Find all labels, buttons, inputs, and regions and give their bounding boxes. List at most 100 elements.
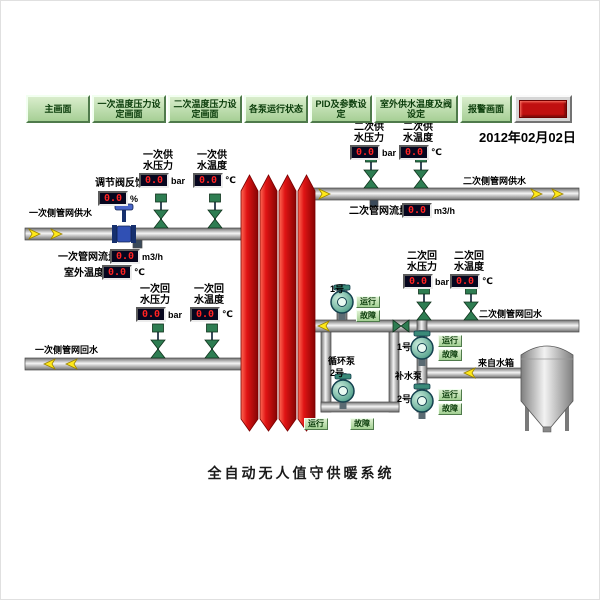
status-makeup-pump-1-fault: 故障 bbox=[438, 349, 462, 361]
sensor-valve-secondary-return-temp bbox=[463, 285, 479, 321]
label-primary-supply-pressure: 一次供水压力 bbox=[143, 150, 173, 173]
unit-primary-supply-pressure: bar bbox=[171, 175, 186, 186]
label-primary-return-pressure: 一次回水压力 bbox=[140, 284, 170, 307]
status-makeup-pump-2-run: 运行 bbox=[438, 389, 462, 401]
unit-secondary-supply-pressure: bar bbox=[382, 147, 397, 158]
lcd-secondary-return-temp: 0.0 bbox=[450, 274, 480, 289]
pipe-primary-return bbox=[24, 357, 244, 371]
label-pipe-secondary-supply: 二次侧管网供水 bbox=[463, 176, 527, 186]
sensor-valve-secondary-return-pressure bbox=[416, 285, 432, 321]
unit-primary-return-pressure: bar bbox=[168, 309, 183, 320]
label-primary-flow: 一次管网流量 bbox=[58, 252, 118, 263]
label-pipe-primary-return: 一次侧管网回水 bbox=[35, 345, 99, 355]
unit-secondary-supply-temp: ℃ bbox=[431, 147, 442, 157]
status-makeup-pump-2-fault: 故障 bbox=[438, 403, 462, 415]
display-secondary-supply-temp: 0.0 ℃ bbox=[399, 145, 442, 160]
unit-primary-flow: m3/h bbox=[142, 251, 164, 262]
display-outdoor-temp: 0.0 ℃ bbox=[102, 265, 145, 280]
makeup-pump-2-icon bbox=[410, 382, 434, 420]
label-pipe-primary-supply: 一次侧管网供水 bbox=[29, 208, 93, 218]
lcd-secondary-supply-pressure: 0.0 bbox=[350, 145, 380, 160]
unit-secondary-return-temp: ℃ bbox=[482, 276, 493, 286]
lcd-primary-return-temp: 0.0 bbox=[190, 307, 220, 322]
label-secondary-return-pressure: 二次回水压力 bbox=[407, 251, 437, 274]
label-makeup-pump-group: 补水泵 bbox=[395, 371, 423, 381]
exchanger-plate bbox=[297, 174, 316, 432]
display-secondary-return-temp: 0.0 ℃ bbox=[450, 274, 493, 289]
status-makeup-pump-1-run: 运行 bbox=[438, 335, 462, 347]
unit-secondary-return-pressure: bar bbox=[435, 276, 450, 287]
lcd-secondary-flow: 0.0 bbox=[402, 203, 432, 218]
pipe-circ-loop-bottom bbox=[320, 401, 400, 413]
label-circulation-pump-group: 循环泵 bbox=[328, 356, 356, 366]
label-circulation-pump-2: 2号 bbox=[330, 368, 345, 378]
label-secondary-flow: 二次管网流量 bbox=[349, 206, 409, 217]
display-secondary-return-pressure: 0.0 bar bbox=[403, 274, 449, 289]
alarm-indicator-light bbox=[519, 100, 567, 118]
system-title: 全自动无人值守供暖系统 bbox=[207, 465, 395, 481]
lcd-primary-supply-pressure: 0.0 bbox=[139, 173, 169, 188]
nav-main-screen[interactable]: 主画面 bbox=[26, 95, 90, 123]
label-from-tank: 来自水箱 bbox=[478, 358, 515, 368]
label-secondary-supply-pressure: 二次供水压力 bbox=[354, 122, 384, 145]
status-circulation-pump-1-fault: 故障 bbox=[356, 310, 380, 322]
nav-pump-status[interactable]: 各泵运行状态 bbox=[244, 95, 308, 123]
lcd-valve-feedback: 0.0 bbox=[98, 191, 128, 206]
water-tank bbox=[520, 345, 574, 433]
lcd-primary-return-pressure: 0.0 bbox=[136, 307, 166, 322]
display-primary-return-temp: 0.0 ℃ bbox=[190, 307, 233, 322]
label-primary-supply-temp: 一次供水温度 bbox=[197, 150, 227, 173]
label-secondary-supply-temp: 二次供水温度 bbox=[403, 122, 433, 145]
status-circulation-pump-2-fault: 故障 bbox=[350, 418, 374, 430]
lcd-secondary-supply-temp: 0.0 bbox=[399, 145, 429, 160]
display-secondary-supply-pressure: 0.0 bar bbox=[350, 145, 396, 160]
sensor-valve-primary-return-pressure bbox=[150, 323, 166, 359]
unit-primary-supply-temp: ℃ bbox=[225, 175, 236, 185]
display-primary-flow: 0.0 m3/h bbox=[110, 249, 163, 264]
check-valve-secondary-return bbox=[392, 319, 410, 333]
exchanger-plate bbox=[278, 174, 297, 432]
nav-bar: 主画面 一次温度压力设定画面 二次温度压力设定画面 各泵运行状态 PID及参数设… bbox=[26, 95, 576, 123]
exchanger-plate bbox=[259, 174, 278, 432]
flow-meter-secondary bbox=[369, 199, 379, 208]
display-valve-feedback: 0.0 % bbox=[98, 191, 138, 206]
label-makeup-pump-1: 1号 bbox=[397, 342, 412, 352]
display-primary-supply-pressure: 0.0 bar bbox=[139, 173, 185, 188]
unit-secondary-flow: m3/h bbox=[434, 205, 456, 216]
label-makeup-pump-2: 2号 bbox=[397, 394, 412, 404]
sensor-valve-primary-supply-pressure bbox=[153, 193, 169, 229]
label-secondary-return-temp: 二次回水温度 bbox=[454, 251, 484, 274]
nav-secondary-temp-pressure-setting[interactable]: 二次温度压力设定画面 bbox=[168, 95, 242, 123]
label-outdoor-temp: 室外温度 bbox=[64, 268, 104, 279]
alarm-indicator-frame bbox=[514, 95, 572, 123]
nav-alarm-screen[interactable]: 报警画面 bbox=[460, 95, 512, 123]
status-circulation-pump-1-run: 运行 bbox=[356, 296, 380, 308]
unit-valve-feedback: % bbox=[130, 193, 139, 204]
date-display: 2012年02月02日 bbox=[479, 130, 576, 145]
display-primary-return-pressure: 0.0 bar bbox=[136, 307, 182, 322]
heat-exchanger bbox=[240, 174, 316, 432]
nav-primary-temp-pressure-setting[interactable]: 一次温度压力设定画面 bbox=[92, 95, 166, 123]
display-primary-supply-temp: 0.0 ℃ bbox=[193, 173, 236, 188]
label-primary-return-temp: 一次回水温度 bbox=[194, 284, 224, 307]
lcd-secondary-return-pressure: 0.0 bbox=[403, 274, 433, 289]
pipe-tank-feed bbox=[426, 367, 524, 379]
display-secondary-flow: 0.0 m3/h bbox=[402, 203, 455, 218]
flow-meter-primary bbox=[132, 239, 143, 249]
nav-pid-settings[interactable]: PID及参数设定 bbox=[310, 95, 372, 123]
lcd-outdoor-temp: 0.0 bbox=[102, 265, 132, 280]
label-valve-feedback: 调节阀反馈 bbox=[95, 178, 145, 189]
pipe-secondary-return bbox=[312, 319, 580, 333]
makeup-pump-1-icon bbox=[410, 329, 434, 367]
label-circulation-pump-1: 1号 bbox=[330, 284, 345, 294]
unit-primary-return-temp: ℃ bbox=[222, 309, 233, 319]
lcd-primary-supply-temp: 0.0 bbox=[193, 173, 223, 188]
label-pipe-secondary-return: 二次侧管网回水 bbox=[479, 309, 543, 319]
exchanger-plate bbox=[240, 174, 259, 432]
lcd-primary-flow: 0.0 bbox=[110, 249, 140, 264]
nav-outdoor-supply-temp-valve-setting[interactable]: 室外供水温度及阀设定 bbox=[374, 95, 458, 123]
sensor-valve-primary-supply-temp bbox=[207, 193, 223, 229]
status-circulation-pump-2-run: 运行 bbox=[304, 418, 328, 430]
